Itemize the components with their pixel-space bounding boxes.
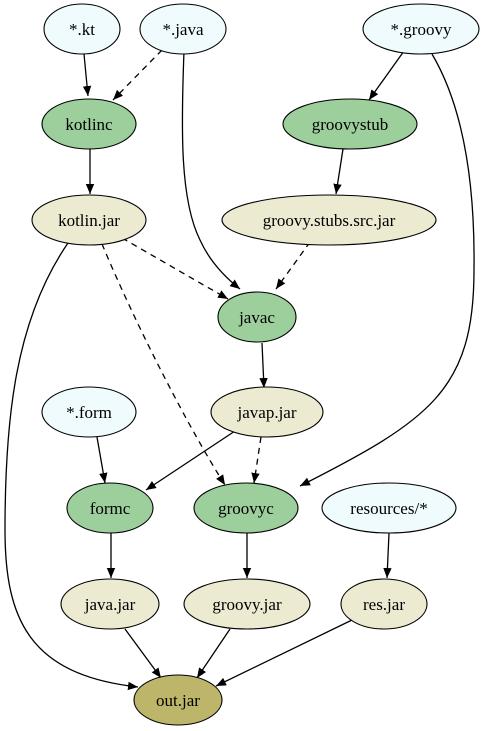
node-kt-label: *.kt xyxy=(69,20,95,39)
edge-form-formc xyxy=(96,436,108,484)
edge-java-javac xyxy=(181,50,241,290)
node-groovy-stubs-src-jar-label: groovy.stubs.src.jar xyxy=(263,211,396,230)
node-groovy-jar-shape xyxy=(183,578,311,630)
node-form-label: *.form xyxy=(66,403,112,422)
edge-groovy-groovystub xyxy=(368,50,405,101)
node-kotlin-jar-label: kotlin.jar xyxy=(58,211,120,230)
node-form-shape xyxy=(41,386,137,438)
node-resources-shape xyxy=(321,482,457,534)
node-javac: javac xyxy=(217,291,297,343)
edge-javajar-outjar xyxy=(124,628,162,679)
edge-kt-kotlinc xyxy=(82,53,92,97)
node-groovy-source-shape xyxy=(362,3,480,55)
node-java: *.java xyxy=(139,3,227,55)
node-res-jar-label: res.jar xyxy=(363,595,405,614)
node-formc-shape xyxy=(66,482,154,534)
node-out-jar: out.jar xyxy=(133,674,223,726)
node-javap-jar: javap.jar xyxy=(210,386,324,438)
node-java-shape xyxy=(139,3,227,55)
edge-javapjar-formc xyxy=(145,430,236,491)
node-out-jar-label: out.jar xyxy=(156,691,200,710)
edge-java-kotlinc xyxy=(112,49,163,101)
node-formc: formc xyxy=(66,482,154,534)
node-groovystub-shape xyxy=(282,98,418,150)
node-javap-jar-label: javap.jar xyxy=(237,403,297,422)
edge-kotlinjar-groovyc xyxy=(101,243,226,486)
edge-resjar-outjar xyxy=(215,619,353,687)
node-form: *.form xyxy=(41,386,137,438)
edge-kotlinjar-javac xyxy=(121,237,229,300)
edge-resources-resjar xyxy=(383,532,392,579)
node-kotlinc-shape xyxy=(41,98,137,150)
edge-kotlinjar-outjar xyxy=(4,242,139,691)
node-kotlin-jar: kotlin.jar xyxy=(31,194,147,246)
node-groovy-source-label: *.groovy xyxy=(391,20,452,39)
node-java-jar-shape xyxy=(60,578,160,630)
node-res-jar: res.jar xyxy=(340,578,428,630)
node-groovyc: groovyc xyxy=(193,482,299,534)
node-res-jar-shape xyxy=(340,578,428,630)
node-groovy-stubs-src-jar-shape xyxy=(221,194,437,246)
edges-layer xyxy=(4,49,475,691)
node-groovy-jar-label: groovy.jar xyxy=(212,595,282,614)
edge-javapjar-groovyc xyxy=(251,436,262,484)
edge-groovystub-stubsjar xyxy=(333,148,344,195)
node-groovy-stubs-src-jar: groovy.stubs.src.jar xyxy=(221,194,437,246)
edge-javac-javapjar xyxy=(259,342,268,389)
node-groovystub: groovystub xyxy=(282,98,418,150)
nodes-layer: *.kt *.java *.groovy kotlinc groovystub … xyxy=(31,3,480,726)
node-javac-shape xyxy=(217,291,297,343)
node-java-jar: java.jar xyxy=(60,578,160,630)
node-resources: resources/* xyxy=(321,482,457,534)
node-kotlinc: kotlinc xyxy=(41,98,137,150)
node-resources-label: resources/* xyxy=(350,499,427,518)
node-javap-jar-shape xyxy=(210,386,324,438)
node-groovy-jar: groovy.jar xyxy=(183,578,311,630)
edge-stubsjar-javac xyxy=(275,241,311,290)
node-java-label: *.java xyxy=(162,20,204,39)
node-javac-label: javac xyxy=(238,308,275,327)
node-out-jar-shape xyxy=(133,674,223,726)
node-kotlin-jar-shape xyxy=(31,194,147,246)
node-groovy-source: *.groovy xyxy=(362,3,480,55)
edge-groovyjar-outjar xyxy=(196,628,231,679)
node-groovyc-shape xyxy=(193,482,299,534)
node-groovystub-label: groovystub xyxy=(312,115,389,134)
edge-groovy-groovyc xyxy=(299,53,475,487)
node-kotlinc-label: kotlinc xyxy=(65,115,113,134)
node-java-jar-label: java.jar xyxy=(84,595,136,614)
node-groovyc-label: groovyc xyxy=(218,499,274,518)
node-formc-label: formc xyxy=(90,499,131,518)
node-kt-shape xyxy=(43,3,121,55)
node-kt: *.kt xyxy=(43,3,121,55)
